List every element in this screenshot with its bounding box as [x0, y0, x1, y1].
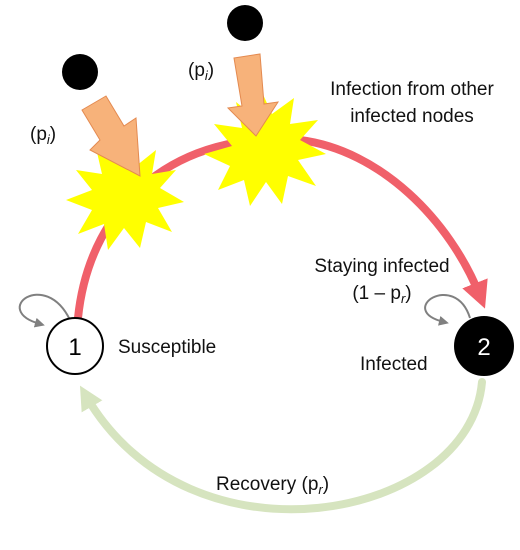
infection-label-line1: Infection from other	[330, 79, 494, 100]
node-susceptible-number: 1	[68, 334, 81, 361]
pi-label-top: (pi)	[188, 60, 214, 83]
node-infected	[454, 316, 514, 376]
neighbor-dot-left	[62, 54, 98, 90]
burst-left	[66, 138, 184, 250]
staying-infected-line1: Staying infected	[314, 256, 449, 277]
recovery-label: Recovery (pr)	[216, 474, 329, 497]
self-loop-susceptible	[18, 293, 71, 328]
staying-infected-line2: (1 – pr)	[352, 283, 411, 306]
susceptible-label: Susceptible	[118, 337, 216, 358]
infected-label: Infected	[360, 354, 428, 375]
recovery-arrow	[79, 378, 486, 514]
self-loop-infected	[424, 293, 471, 326]
neighbor-dot-top	[227, 5, 263, 41]
node-susceptible	[46, 317, 104, 375]
burst-top	[204, 88, 326, 206]
pi-label-left: (pi)	[30, 124, 56, 147]
node-infected-number: 2	[477, 334, 490, 361]
infection-label-line2: infected nodes	[350, 106, 474, 127]
orange-arrow-left	[81, 95, 141, 177]
orange-arrow-top	[226, 53, 280, 137]
